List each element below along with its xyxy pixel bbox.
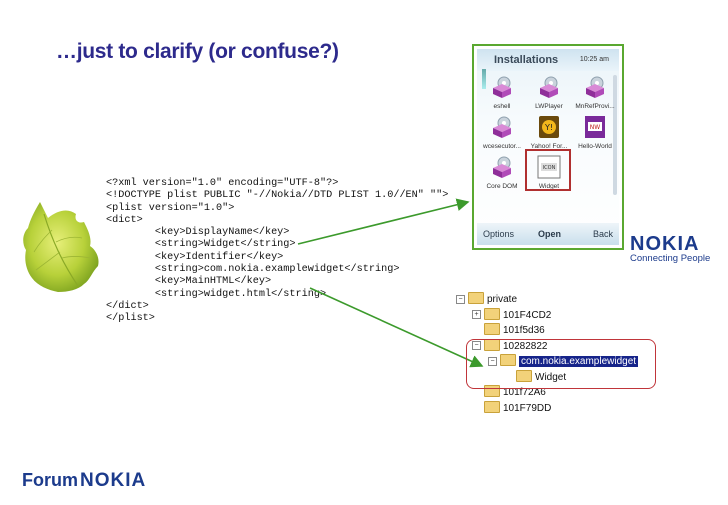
svg-text:NW: NW [590, 124, 600, 131]
gear-box-icon [489, 124, 515, 143]
tree-node[interactable]: − private [456, 292, 517, 307]
folder-highlight [466, 339, 656, 389]
phone-time: 10:25 am [580, 56, 609, 63]
app-label: eshell [479, 103, 525, 110]
nokia-tagline: Connecting People [630, 253, 710, 264]
tree-node[interactable]: 101F79DD [472, 401, 551, 416]
yahoo-icon: Y! [536, 124, 562, 143]
arrow-to-phone [298, 202, 468, 244]
tree-toggle-icon[interactable]: − [456, 295, 465, 304]
gear-box-icon [489, 164, 515, 183]
hello-world-icon: NW [582, 124, 608, 143]
tree-node[interactable]: 101f5d36 [472, 323, 545, 338]
folder-icon [484, 401, 500, 413]
app-label: wcesecutor... [479, 143, 525, 150]
phone-title: Installations [494, 54, 558, 66]
app-item[interactable]: NW Hello-World [572, 115, 618, 150]
softkey-open[interactable]: Open [538, 229, 561, 239]
app-item[interactable]: MnRefProvi... [572, 75, 618, 110]
tree-node-label: 101F4CD2 [503, 310, 551, 321]
phone-header: Installations 10:25 am [477, 49, 619, 71]
gear-box-icon [536, 84, 562, 103]
softkey-options[interactable]: Options [483, 229, 514, 239]
gear-box-icon [582, 84, 608, 103]
app-item[interactable]: Y!Yahoo! For... [526, 115, 572, 150]
app-label: LWPlayer [526, 103, 572, 110]
softkey-back[interactable]: Back [593, 229, 613, 239]
app-item[interactable]: eshell [479, 75, 525, 110]
forum-logo-text: Forum [22, 470, 78, 490]
folder-icon [484, 323, 500, 335]
svg-text:Y!: Y! [544, 123, 553, 132]
app-label: Core DOM [479, 183, 525, 190]
tree-node-label: private [487, 294, 517, 305]
tree-node[interactable]: +101F4CD2 [472, 308, 551, 323]
phone-softkeys: Options Open Back [477, 223, 619, 245]
gear-box-icon [489, 84, 515, 103]
app-item[interactable]: wcesecutor... [479, 115, 525, 150]
selected-app-highlight [525, 149, 571, 191]
tree-node-label: 101f5d36 [503, 325, 545, 336]
app-label: Hello-World [572, 143, 618, 150]
tree-toggle-icon[interactable]: + [472, 310, 481, 319]
tree-node-label: 101F79DD [503, 403, 551, 414]
folder-icon [484, 308, 500, 320]
folder-icon [468, 292, 484, 304]
forum-logo-nokia: NOKIA [80, 470, 146, 491]
app-label: MnRefProvi... [572, 103, 618, 110]
app-item[interactable]: LWPlayer [526, 75, 572, 110]
app-item[interactable]: Core DOM [479, 155, 525, 190]
